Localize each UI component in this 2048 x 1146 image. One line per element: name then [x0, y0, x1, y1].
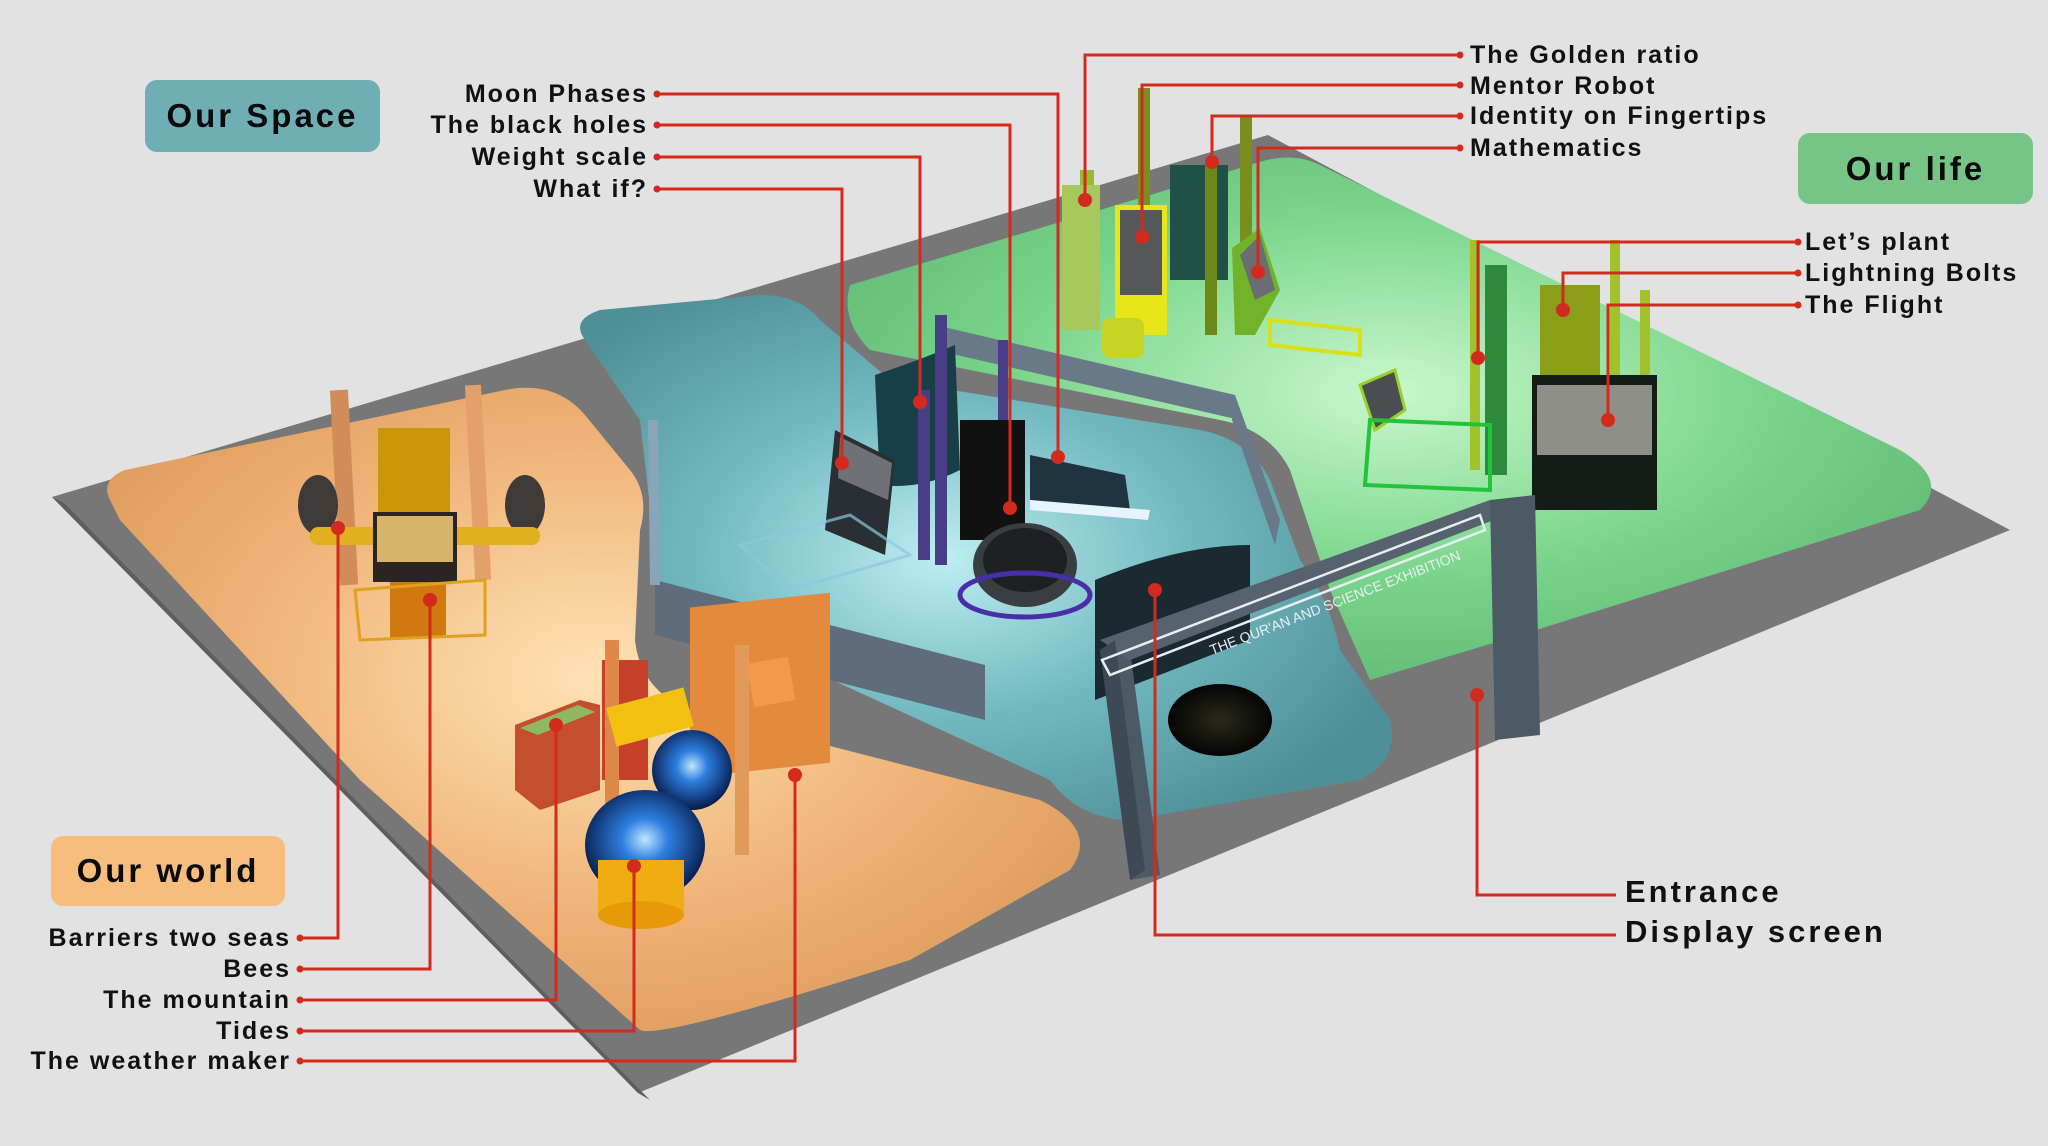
label-lets-plant: Let’s plant: [1805, 228, 1952, 256]
zone-label-our-life: Our life: [1798, 133, 2033, 204]
label-barriers-two-seas: Barriers two seas: [48, 924, 291, 952]
label-the-mountain: The mountain: [103, 986, 291, 1014]
leader-dots: [296, 51, 1802, 1065]
label-identity-fingertips: Identity on Fingertips: [1470, 102, 1769, 130]
leader-lines: [300, 53, 1798, 1063]
label-mentor-robot: Mentor Robot: [1470, 72, 1657, 100]
label-tides: Tides: [216, 1017, 291, 1045]
label-moon-phases: Moon Phases: [464, 80, 648, 108]
our-world-exhibits: [298, 384, 830, 929]
label-bees: Bees: [223, 955, 291, 983]
label-weight-scale: Weight scale: [471, 143, 648, 171]
label-golden-ratio: The Golden ratio: [1470, 41, 1701, 69]
zone-label-our-space: Our Space: [145, 80, 380, 152]
label-what-if: What if?: [533, 175, 648, 203]
label-lightning-bolts: Lightning Bolts: [1805, 259, 2019, 287]
label-weather-maker: The weather maker: [30, 1047, 291, 1075]
label-display-screen: Display screen: [1625, 914, 1886, 949]
label-black-holes: The black holes: [430, 111, 648, 139]
label-mathematics: Mathematics: [1470, 134, 1644, 162]
zone-label-our-world: Our world: [51, 836, 285, 906]
label-the-flight: The Flight: [1805, 291, 1945, 319]
label-entrance: Entrance: [1625, 874, 1782, 909]
